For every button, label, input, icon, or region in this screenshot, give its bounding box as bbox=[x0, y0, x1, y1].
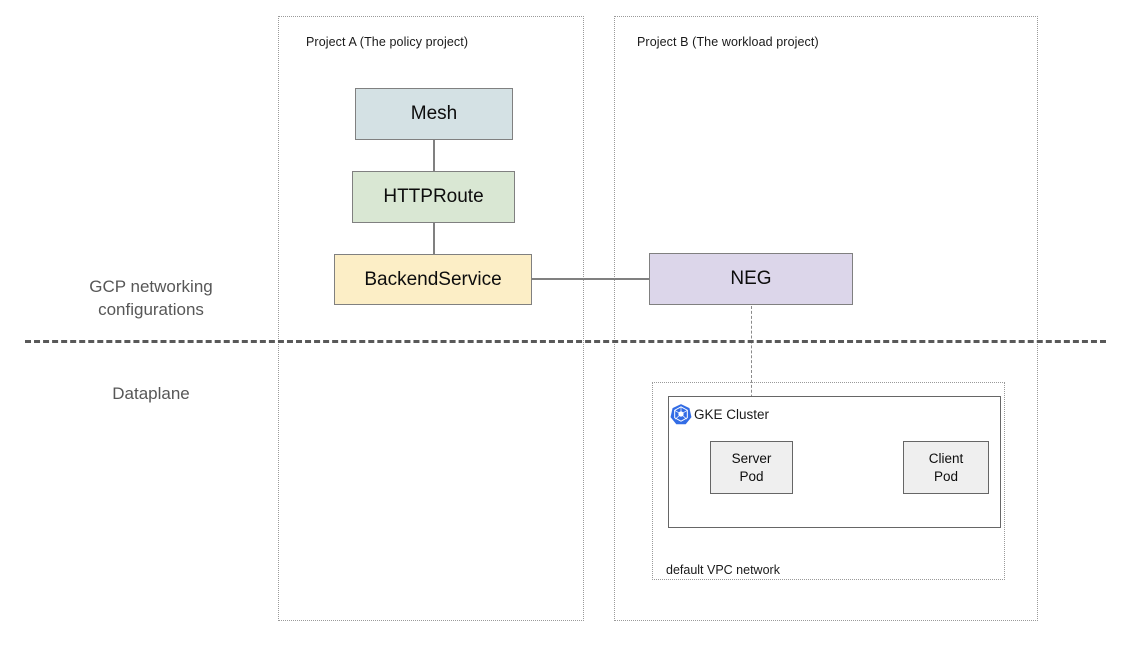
pod-client[interactable]: Client Pod bbox=[903, 441, 989, 494]
pod-server[interactable]: Server Pod bbox=[710, 441, 793, 494]
pod-server-line2: Pod bbox=[739, 468, 764, 484]
node-backendservice[interactable]: BackendService bbox=[334, 254, 532, 305]
node-mesh[interactable]: Mesh bbox=[355, 88, 513, 140]
side-label-dataplane: Dataplane bbox=[112, 384, 190, 403]
project-b-container bbox=[614, 16, 1038, 621]
node-mesh-label: Mesh bbox=[410, 103, 458, 125]
node-backendservice-label: BackendService bbox=[364, 268, 502, 290]
connector-httproute-to-backendservice bbox=[433, 222, 435, 256]
node-neg[interactable]: NEG bbox=[649, 253, 853, 305]
project-a-label: Project A (The policy project) bbox=[306, 35, 469, 49]
connector-backendservice-to-neg bbox=[531, 278, 650, 280]
node-httproute-label: HTTPRoute bbox=[383, 186, 484, 208]
node-neg-label: NEG bbox=[730, 268, 772, 290]
vpc-network-label: default VPC network bbox=[666, 563, 780, 577]
connector-neg-to-server-pod bbox=[751, 306, 752, 442]
networking-dataplane-divider bbox=[25, 340, 1106, 343]
side-label-gcp-networking: GCP networking configurations bbox=[89, 277, 213, 319]
project-a-container bbox=[278, 16, 584, 621]
vpc-network-container bbox=[652, 382, 1005, 580]
kubernetes-icon bbox=[670, 403, 692, 425]
pod-client-line2: Pod bbox=[933, 468, 959, 484]
pod-client-line1: Client bbox=[928, 450, 964, 466]
node-httproute[interactable]: HTTPRoute bbox=[352, 171, 515, 223]
project-b-label: Project B (The workload project) bbox=[637, 35, 819, 49]
pod-server-line1: Server bbox=[731, 450, 772, 466]
connector-mesh-to-httproute bbox=[433, 139, 435, 173]
gke-cluster-title: GKE Cluster bbox=[694, 407, 770, 422]
